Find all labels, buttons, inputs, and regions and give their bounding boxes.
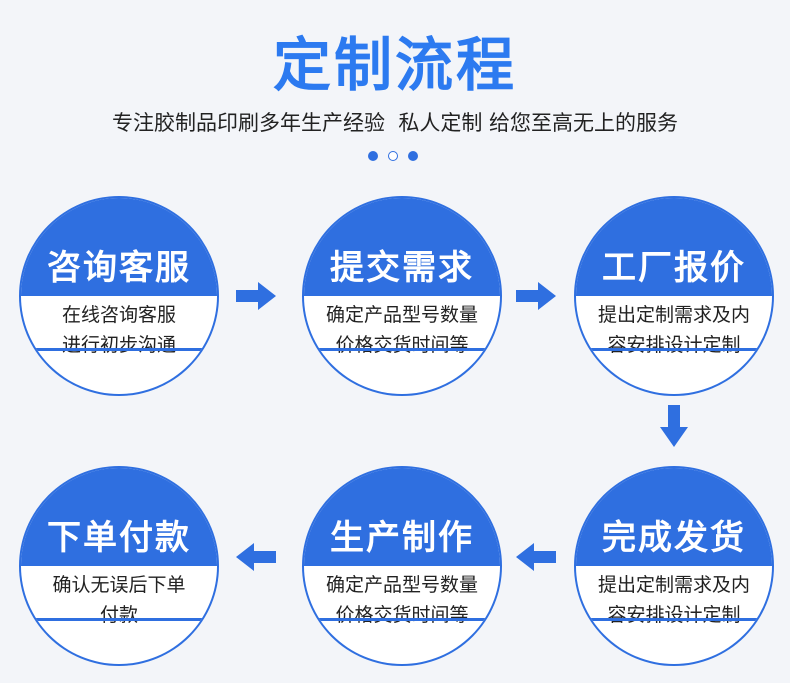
step-consult: 咨询客服 在线咨询客服 进行初步沟通 bbox=[21, 198, 217, 394]
step-desc-line: 确定产品型号数量 bbox=[325, 304, 478, 326]
step-description: 提出定制需求及内 容安排设计定制 bbox=[576, 300, 772, 360]
step-underline bbox=[304, 618, 500, 621]
step-header-bg bbox=[21, 468, 217, 566]
step-description: 确定产品型号数量 价格交货时间等 bbox=[304, 300, 500, 360]
step-underline bbox=[576, 348, 772, 351]
step-header-bg bbox=[304, 198, 500, 296]
step-desc-line: 容安排设计定制 bbox=[607, 334, 741, 356]
step-desc-line: 付款 bbox=[99, 604, 138, 626]
step-desc-line: 容安排设计定制 bbox=[607, 604, 741, 626]
step-desc-line: 确定产品型号数量 bbox=[325, 574, 478, 596]
step-desc-line: 进行初步沟通 bbox=[61, 334, 176, 356]
step-title: 工厂报价 bbox=[602, 248, 746, 288]
step-underline bbox=[21, 618, 217, 621]
step-desc-line: 提出定制需求及内 bbox=[597, 304, 750, 326]
step-order-payment: 下单付款 确认无误后下单 付款 bbox=[21, 468, 217, 664]
step-description: 确定产品型号数量 价格交货时间等 bbox=[304, 570, 500, 630]
step-description: 提出定制需求及内 容安排设计定制 bbox=[576, 570, 772, 630]
step-header-bg bbox=[576, 468, 772, 566]
step-title: 生产制作 bbox=[330, 518, 474, 558]
step-desc-line: 在线咨询客服 bbox=[61, 304, 176, 326]
step-title: 咨询客服 bbox=[47, 248, 191, 288]
arrow-down-icon bbox=[660, 405, 688, 447]
dot-indicator bbox=[368, 151, 378, 161]
arrow-right-icon bbox=[516, 282, 556, 310]
step-shipping: 完成发货 提出定制需求及内 容安排设计定制 bbox=[576, 468, 772, 664]
step-header-bg bbox=[21, 198, 217, 296]
step-header-bg bbox=[304, 468, 500, 566]
step-desc-line: 确认无误后下单 bbox=[52, 574, 186, 596]
arrow-left-icon bbox=[516, 543, 556, 571]
arrow-left-icon bbox=[236, 543, 276, 571]
step-factory-quote: 工厂报价 提出定制需求及内 容安排设计定制 bbox=[576, 198, 772, 394]
step-desc-line: 价格交货时间等 bbox=[335, 604, 469, 626]
step-title: 提交需求 bbox=[330, 248, 474, 288]
page-subtitle: 专注胶制品印刷多年生产经验 私人定制 给您至高无上的服务 bbox=[111, 111, 679, 135]
step-title: 下单付款 bbox=[47, 518, 191, 558]
step-submit-request: 提交需求 确定产品型号数量 价格交货时间等 bbox=[304, 198, 500, 394]
step-header-bg bbox=[576, 198, 772, 296]
dot-indicator-active bbox=[388, 151, 398, 161]
step-title: 完成发货 bbox=[602, 518, 746, 558]
arrow-right-icon bbox=[236, 282, 276, 310]
step-desc-line: 提出定制需求及内 bbox=[597, 574, 750, 596]
dot-indicator bbox=[408, 151, 418, 161]
step-underline bbox=[21, 348, 217, 351]
step-production: 生产制作 确定产品型号数量 价格交货时间等 bbox=[304, 468, 500, 664]
step-underline bbox=[576, 618, 772, 621]
step-desc-line: 价格交货时间等 bbox=[335, 334, 469, 356]
step-underline bbox=[304, 348, 500, 351]
page-title: 定制流程 bbox=[272, 31, 517, 99]
step-description: 在线咨询客服 进行初步沟通 bbox=[21, 300, 217, 360]
step-description: 确认无误后下单 付款 bbox=[21, 570, 217, 630]
